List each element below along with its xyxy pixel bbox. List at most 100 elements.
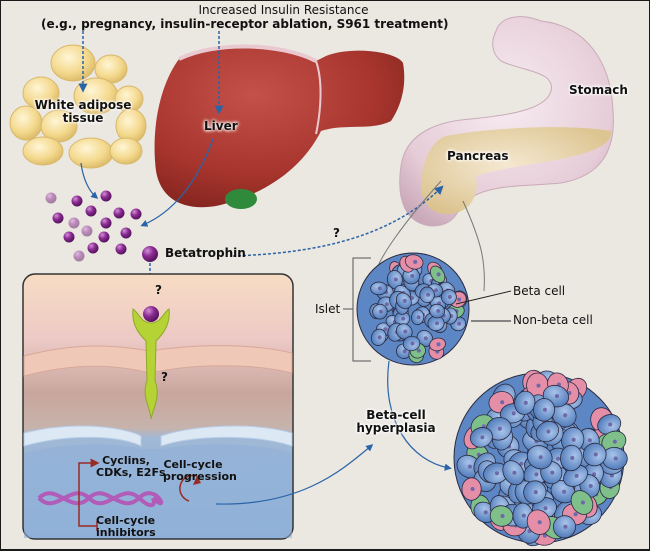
cell-nucleus [580,500,585,505]
cell-nucleus [401,316,406,321]
progression-label-line2: progression [163,470,237,484]
cell-nucleus [500,400,505,405]
cell-nucleus [470,487,475,492]
cell-nucleus [523,400,528,405]
cell-nucleus [410,341,415,346]
adipose-label-line1: White adipose [34,98,132,112]
cell-nucleus [393,277,398,282]
dna-helix-icon [37,491,164,508]
cell-nucleus [494,471,499,476]
cell-nucleus [536,383,541,388]
cell-nucleus [546,429,551,434]
cell-nucleus [613,456,618,461]
cell-nucleus [436,272,441,277]
cell-nucleus [426,292,431,297]
betatrophin-molecule [100,217,112,229]
progression-label-line1: Cell-cycle [163,458,223,471]
arrow-islet-to-hyperplasia [387,360,452,471]
cell-nucleus [457,297,462,302]
arrow-progression-to-hyperplasia [215,444,374,505]
inhibitors-label-line2: inhibitors [96,526,156,540]
beta-cell-leader [455,290,512,305]
liver-label: Liver [204,119,238,133]
cell-nucleus [457,321,462,326]
cell-nucleus [563,413,568,418]
inhibitors-label-line1: Cell-cycle [96,514,156,527]
hyperplasia-label-line2: hyperplasia [356,421,436,436]
cell-nucleus [377,286,382,291]
cell-nucleus [587,438,592,443]
adipose-label: White adipose tissue [33,98,133,126]
cell-nucleus [511,411,516,416]
cell-nucleus [483,510,488,515]
cyclins-label: Cyclins, CDKs, E2Fs [96,454,166,480]
receptor-question-top: ? [155,283,162,297]
betatrophin-molecule [87,242,99,254]
cell-nucleus [534,472,539,477]
cell-nucleus [533,490,538,495]
islet-large-hyperplastic [453,369,628,547]
beta-cell-label: Beta cell [513,284,566,298]
cell-nucleus [593,452,598,457]
cell-nucleus [543,506,548,511]
inhibition-bar [78,498,98,531]
cell-nucleus [384,302,389,307]
pancreas-label: Pancreas [447,149,509,163]
cell-nucleus [413,259,418,264]
inhibitors-label: Cell-cycle inhibitors [96,514,156,540]
liver-illustration [154,44,405,209]
header-title: Increased Insulin Resistance [198,3,369,17]
cell-nucleus [538,455,543,460]
pancreas-path-question: ? [333,226,340,240]
adipose-tissue-illustration [9,44,147,169]
cell-nucleus [416,348,421,353]
cell-nucleus [436,342,441,347]
cell-nucleus [550,470,555,475]
cell-nucleus [378,309,383,314]
cell-nucleus [512,470,517,475]
cell-nucleus [588,483,593,488]
betatrophin-molecule [73,250,85,262]
cell-nucleus [402,298,407,303]
cell-nucleus [383,327,388,332]
arrow-adipose-to-betatrophin [80,162,99,199]
cell-nucleus [377,335,382,340]
cell-membrane [23,345,293,377]
cell-nucleus [416,315,421,320]
betatrophin-molecule [98,231,110,243]
cell-nucleus [410,273,415,278]
arrow-betatrophin-to-pancreas [232,185,444,257]
betatrophin-molecule [71,195,83,207]
betatrophin-molecule-large [142,246,158,262]
cell-nucleus [554,394,559,399]
betatrophin-molecule [115,243,127,255]
betatrophin-molecule [130,208,142,220]
betatrophin-molecule [100,190,112,202]
betatrophin-molecule [52,212,64,224]
receptor-illustration [132,308,170,420]
non-beta-cell-label: Non-beta cell [513,313,593,327]
pancreas-illustration [420,127,612,215]
arrow-liver-to-betatrophin [140,138,214,227]
cell-nucleus [537,520,542,525]
cyclins-label-line2: CDKs, E2Fs [96,466,166,480]
cell-nucleus [573,512,578,517]
betatrophin-molecule [85,205,97,217]
cell-nucleus [500,513,505,518]
cell-nucleus [612,439,617,444]
zoom-line-right [462,200,485,292]
cell-nucleus [435,321,440,326]
cell-nucleus [497,426,502,431]
cell-nucleus [402,349,407,354]
cell-nucleus [608,422,613,427]
cell-nucleus [556,456,561,461]
cell-nucleus [403,329,408,334]
adipose-label-line2: tissue [62,111,104,126]
cell-nucleus [447,295,452,300]
cell-nucleus [519,461,524,466]
cell-nucleus [542,407,547,412]
cell-inset [22,273,294,540]
cell-nucleus [542,533,547,538]
cell-nucleus [562,489,567,494]
